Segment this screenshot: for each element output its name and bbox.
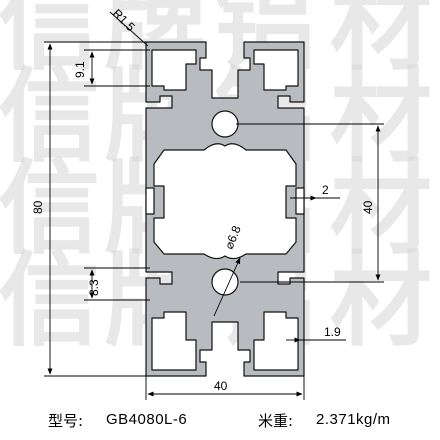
dim-core-wall: 2 <box>322 183 329 197</box>
dim-slot-offset: 8.3 <box>87 279 101 296</box>
watermark-glyph: 材 <box>330 242 432 361</box>
lower-bore <box>211 268 239 296</box>
profile-section <box>145 41 305 377</box>
center-cavity <box>153 143 297 260</box>
corner-cavity-br <box>253 311 299 371</box>
dim-overall-height: 80 <box>31 200 45 214</box>
corner-cavity-bl <box>151 311 197 371</box>
model-label: 型号: <box>48 412 84 430</box>
dim-slot-depth: 9.1 <box>73 61 87 78</box>
side-slot-right <box>295 187 305 215</box>
dim-inner-height: 40 <box>361 200 375 214</box>
watermark-glyph: 材 <box>330 58 432 177</box>
watermark-glyph: 材 <box>330 0 432 85</box>
dim-overall-width: 40 <box>214 379 228 393</box>
dimension-lines <box>44 11 384 400</box>
spec-footer: 型号: GB4080L-6 米重: 2.371kg/m <box>0 404 440 440</box>
watermark-glyph: 材 <box>330 150 432 269</box>
corner-cavity-tl <box>151 49 197 91</box>
weight-label: 米重: <box>258 412 294 430</box>
corner-cavity-tr <box>253 49 299 91</box>
weight-value: 2.371kg/m <box>316 411 391 428</box>
model-value: GB4080L-6 <box>106 411 188 428</box>
side-slot-left <box>145 187 155 215</box>
upper-bore <box>211 110 239 138</box>
dim-wall-thickness: 1.9 <box>324 325 341 339</box>
